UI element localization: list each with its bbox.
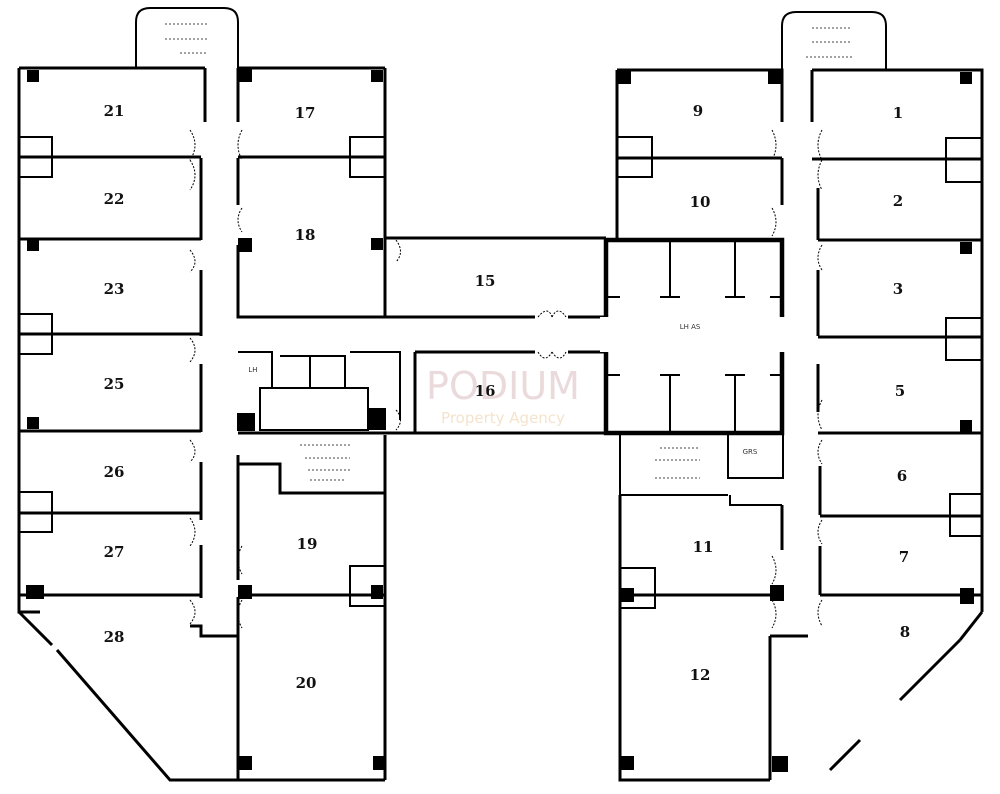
unit-21-label: 21 (104, 102, 125, 120)
unit-22-label: 22 (104, 190, 125, 208)
svg-text:LH AS: LH AS (680, 323, 701, 331)
unit-15-label: 15 (475, 272, 496, 290)
service-core-left: LH (237, 351, 401, 435)
stair-icon (300, 444, 350, 481)
unit-12-label: 12 (690, 666, 711, 684)
unit-18-label: 18 (295, 226, 316, 244)
unit-7-label: 7 (899, 548, 909, 566)
unit-19-label: 19 (297, 535, 318, 553)
stair-icon (806, 27, 852, 58)
watermark-title: PODIUM (426, 364, 580, 408)
unit-27-label: 27 (104, 543, 125, 561)
unit-20-label: 20 (296, 674, 317, 692)
stair-icon (165, 23, 208, 54)
center-connector: LH AS (385, 236, 788, 436)
unit-26-label: 26 (104, 463, 125, 481)
unit-17-label: 17 (295, 104, 316, 122)
left-stair-tower (135, 7, 239, 68)
unit-25-label: 25 (104, 375, 125, 393)
svg-text:LH: LH (248, 366, 257, 374)
unit-9-label: 9 (693, 102, 703, 120)
unit-11-label: 11 (693, 538, 714, 556)
unit-28-label: 28 (104, 628, 125, 646)
toilet-icon (18, 136, 53, 533)
unit-1-label: 1 (893, 104, 903, 122)
unit-10-label: 10 (690, 193, 711, 211)
right-stair-tower (781, 11, 887, 70)
unit-labels: 1 2 3 5 6 7 8 9 10 11 12 15 16 17 18 19 … (104, 102, 911, 692)
lift-lobby (603, 237, 785, 436)
unit-6-label: 6 (897, 467, 907, 485)
unit-16-label: 16 (475, 382, 496, 400)
stair-icon (655, 447, 700, 479)
svg-text:GRS: GRS (743, 448, 758, 456)
watermark-subtitle: Property Agency (441, 409, 565, 427)
unit-8-label: 8 (900, 623, 910, 641)
left-wing: LH (17, 7, 401, 782)
unit-5-label: 5 (895, 382, 905, 400)
unit-23-label: 23 (104, 280, 125, 298)
unit-2-label: 2 (893, 192, 903, 210)
right-wing: GRS (615, 11, 984, 782)
unit-3-label: 3 (893, 280, 903, 298)
